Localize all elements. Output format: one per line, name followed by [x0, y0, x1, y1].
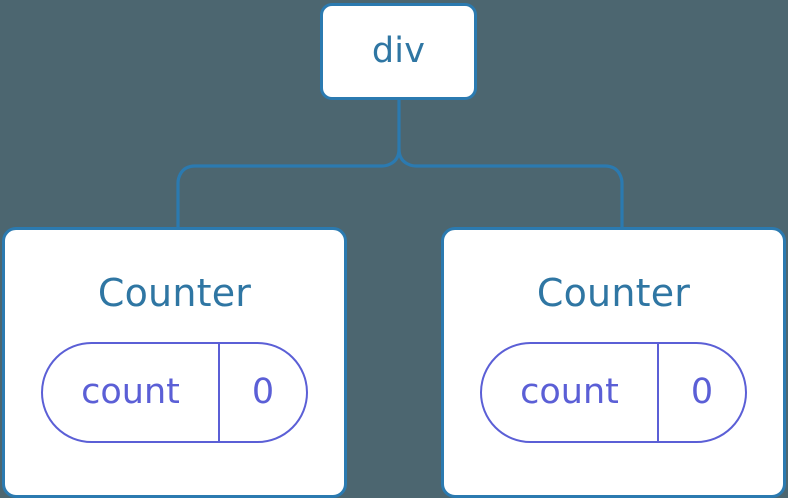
node-counter-left-label: Counter	[97, 271, 252, 315]
state-capsule-right[interactable]: count 0	[480, 342, 747, 443]
state-key-left: count	[43, 344, 220, 441]
state-value-right: 0	[690, 372, 714, 412]
state-value-left: 0	[251, 372, 275, 412]
node-counter-left[interactable]: Counter count 0	[2, 227, 347, 498]
node-div-label: div	[371, 31, 426, 71]
node-counter-right-label: Counter	[536, 271, 691, 315]
state-capsule-left[interactable]: count 0	[41, 342, 308, 443]
node-div[interactable]: div	[320, 3, 477, 100]
edge-to-counter-left	[176, 148, 401, 229]
state-key-right: count	[482, 344, 659, 441]
edge-to-counter-right	[397, 148, 624, 229]
node-counter-right[interactable]: Counter count 0	[441, 227, 786, 498]
